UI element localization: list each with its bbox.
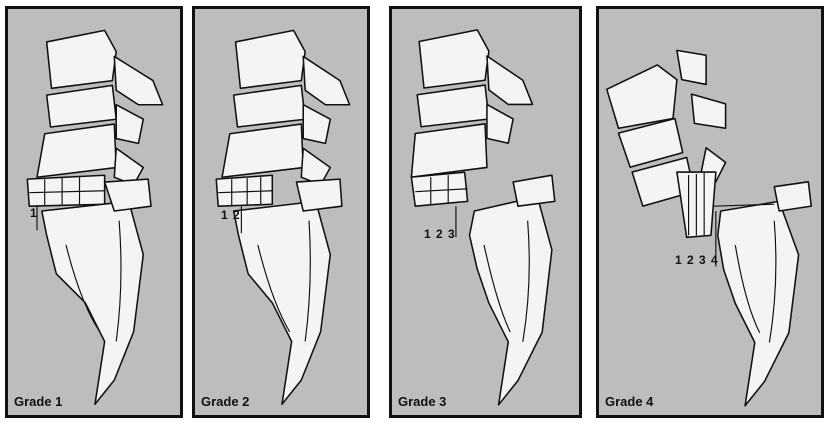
- grade-label: Grade 2: [201, 394, 249, 409]
- slip-numbers-label: 1 2 3: [424, 227, 456, 241]
- slip-numbers-label: 1: [30, 206, 38, 220]
- spine-illustration-grade-3: [392, 9, 579, 415]
- grade-1-panel: 1 Grade 1: [5, 6, 183, 418]
- grade-label: Grade 1: [14, 394, 62, 409]
- slip-numbers-label: 1 2 3 4: [675, 253, 719, 267]
- grade-label: Grade 3: [398, 394, 446, 409]
- grade-3-panel: 1 2 3 Grade 3: [389, 6, 582, 418]
- grade-2-panel: 1 2 Grade 2: [192, 6, 370, 418]
- grade-label: Grade 4: [605, 394, 653, 409]
- grade-4-panel: 1 2 3 4 Grade 4: [596, 6, 824, 418]
- spine-illustration-grade-4: [599, 9, 821, 415]
- slip-numbers-label: 1 2: [221, 208, 241, 222]
